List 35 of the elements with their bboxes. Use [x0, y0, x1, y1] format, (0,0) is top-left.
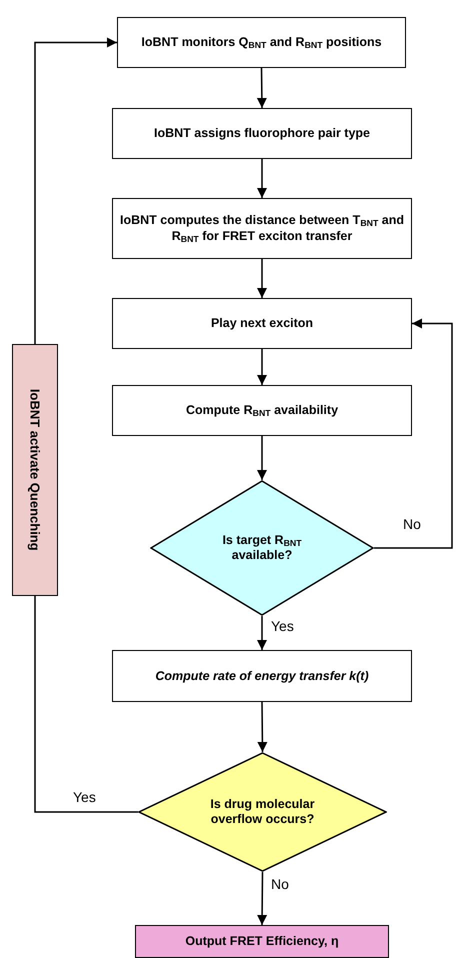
- decision-text: Is drug molecular overflow occurs?: [209, 797, 316, 827]
- arrow: [257, 616, 267, 650]
- arrow: [257, 872, 268, 925]
- process-text: IoBNT computes the distance between T$_{BNT}$ and R$_{BNT}$ for FRET exciton transfer: [119, 213, 405, 244]
- process-bar: [12, 344, 58, 596]
- decision-text: Is target R$_{BNT}$ available?: [221, 532, 303, 564]
- arrow: [34, 38, 117, 344]
- process-box: [112, 198, 412, 259]
- process-text: IoBNT activate Quenching: [27, 389, 43, 551]
- edge-label: Yes: [72, 790, 97, 806]
- decision-diamond: [150, 480, 374, 616]
- arrow: [257, 159, 267, 198]
- edge-label: Yes: [270, 619, 295, 634]
- process-box: [135, 925, 389, 958]
- arrow: [256, 68, 267, 108]
- arrow: [257, 349, 267, 385]
- arrow: [257, 436, 267, 480]
- process-text: Play next exciton: [210, 316, 314, 331]
- process-box: [112, 650, 412, 702]
- process-text: Output FRET Efficiency, η: [185, 934, 339, 949]
- process-text: IoBNT assigns fluorophore pair type: [154, 126, 370, 141]
- process-box: [117, 17, 406, 68]
- arrow: [374, 318, 453, 549]
- connector-line: [34, 596, 138, 813]
- edge-label: No: [402, 517, 422, 532]
- process-text: IoBNT monitors Q$_{BNT}$ and R$_{BNT}$ positions: [141, 34, 382, 50]
- process-box: [112, 108, 412, 159]
- process-box: [112, 298, 412, 349]
- arrow: [257, 259, 267, 298]
- process-text: Compute R$_{BNT}$ availability: [186, 402, 338, 418]
- process-box: [112, 385, 412, 436]
- edge-label: No: [270, 877, 290, 892]
- process-text: Compute rate of energy transfer k(t): [155, 668, 369, 684]
- decision-diamond: [138, 752, 387, 872]
- arrow: [257, 702, 268, 752]
